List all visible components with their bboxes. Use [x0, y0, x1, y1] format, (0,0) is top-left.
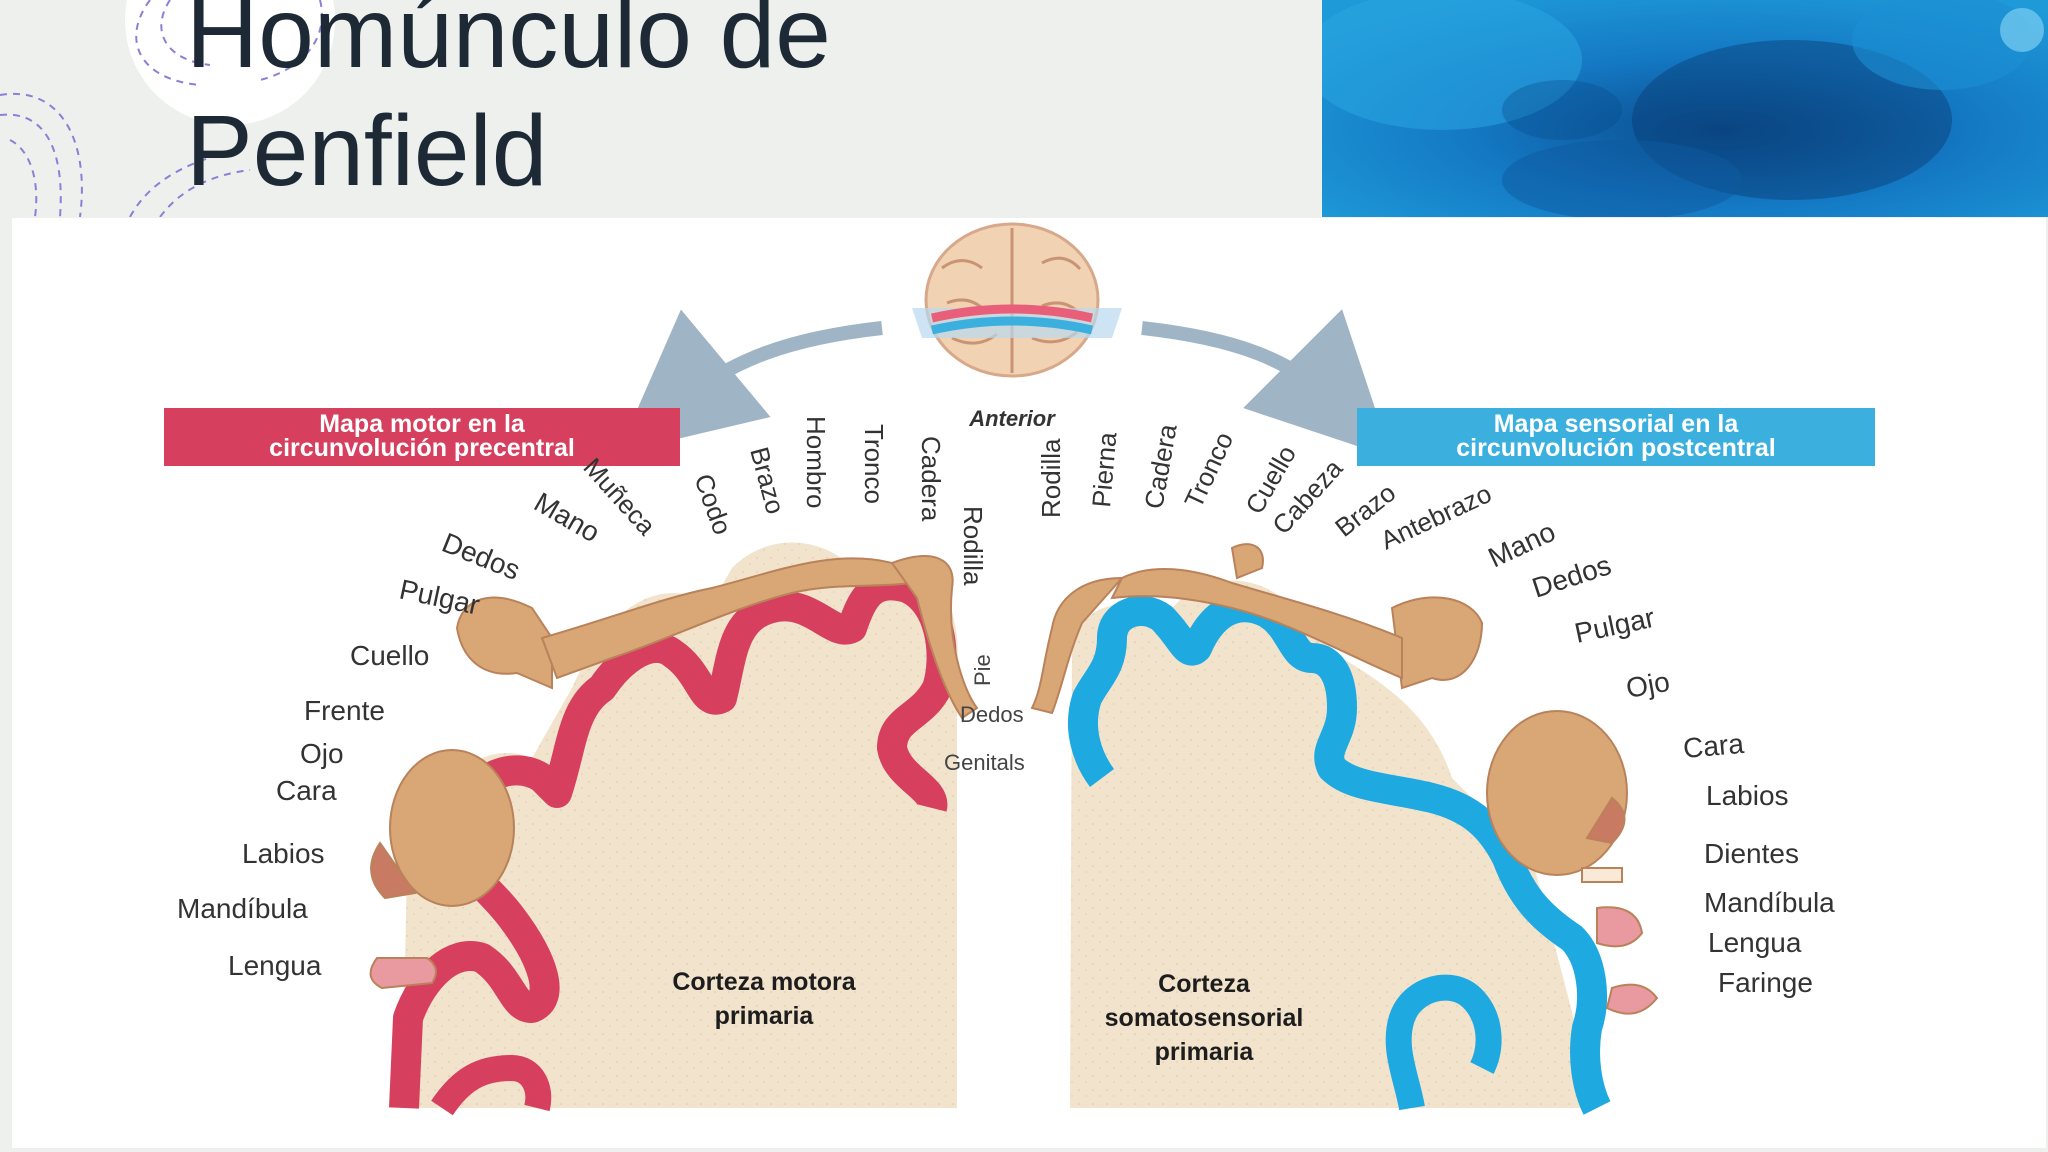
sensory-label-pulgar: Pulgar: [1572, 602, 1658, 649]
sensory-homunculus-hand: [1390, 596, 1484, 690]
title-backdrop-circle: [125, 0, 335, 125]
motor-label-lengua: Lengua: [228, 950, 322, 981]
sensory-label-dientes: Dientes: [1704, 838, 1799, 869]
sensory-homunculus-lips: [1585, 796, 1626, 845]
motor-label-genitals: Genitals: [944, 750, 1025, 775]
motor-map-title-line-2: circunvolución precentral: [269, 434, 575, 462]
sensory-label-antebrazo: Antebrazo: [1376, 478, 1496, 555]
sensory-map-title-line-1: Mapa sensorial en la: [1494, 410, 1740, 438]
slide-title: Homúnculo de Penfield: [186, 0, 831, 210]
sensory-label-lengua: Lengua: [1708, 927, 1802, 958]
arrow-to-sensory-map: [1141, 309, 1392, 458]
motor-label-labios: Labios: [242, 838, 325, 869]
watercolor-image: [1322, 0, 2048, 217]
sensory-label-mano: Mano: [1483, 516, 1560, 574]
motor-label-mandibula: Mandíbula: [177, 893, 308, 924]
motor-map-title-line-1: Mapa motor en la: [319, 410, 526, 438]
sensory-homunculus-arm: [1110, 568, 1403, 680]
sensory-cortex-caption-line-3: primaria: [1155, 1038, 1255, 1066]
sensory-label-ojo: Ojo: [1624, 666, 1672, 704]
sensory-cortex-caption-line-1: Corteza: [1158, 970, 1251, 998]
sensory-homunculus-leg: [1030, 576, 1125, 715]
motor-label-tronco: Tronco: [859, 424, 889, 504]
motor-label-dedos: Dedos: [438, 527, 525, 586]
motor-label-brazo: Brazo: [744, 444, 791, 517]
sensory-label-dedos: Dedos: [1528, 549, 1615, 603]
motor-homunculus-tongue: [369, 957, 437, 990]
sensory-cortex-section: [1068, 580, 1611, 1115]
motor-label-pulgar: Pulgar: [397, 574, 483, 621]
slide-title-line-2: Penfield: [186, 95, 548, 207]
motor-homunculus-head: [389, 749, 515, 907]
sensory-map-title-line-2: circunvolución postcentral: [1456, 434, 1776, 462]
motor-homunculus-hand: [455, 596, 553, 690]
motor-label-cadera: Cadera: [916, 436, 946, 522]
motor-label-cara: Cara: [276, 775, 337, 806]
motor-label-cuello: Cuello: [350, 640, 429, 671]
sensory-homunculus-trunk: [1230, 543, 1264, 580]
motor-label-frente: Frente: [304, 695, 385, 726]
motor-label-pie: Pie: [970, 654, 995, 686]
motor-homunculus-mouth: [370, 841, 417, 900]
arrow-to-motor-map: [618, 309, 883, 453]
sensory-homunculus-tongue: [1596, 906, 1644, 948]
homunculus-diagram: Anterior Mapa motor en la circunvolución…: [164, 222, 1875, 1116]
sensory-label-cara: Cara: [1682, 728, 1746, 764]
sensory-label-rodilla: Rodilla: [1036, 438, 1066, 518]
sensory-label-mandibula: Mandíbula: [1704, 887, 1835, 918]
sensory-cortex-band: [1068, 592, 1611, 1115]
sensory-label-labios: Labios: [1706, 780, 1789, 811]
motor-homunculus-leg: [890, 555, 979, 720]
motor-cortex-caption-line-2: primaria: [715, 1002, 815, 1030]
sensory-cortex-caption-line-2: somatosensorial: [1105, 1004, 1304, 1032]
motor-label-mano: Mano: [529, 486, 605, 548]
sensory-label-tronco: Tronco: [1178, 427, 1239, 512]
motor-homunculus: [369, 555, 979, 990]
slide-title-line-1: Homúnculo de: [186, 0, 831, 89]
sensory-homunculus-pharynx: [1605, 983, 1659, 1015]
decorative-swirls: [0, 0, 335, 217]
sensory-label-pierna: Pierna: [1086, 431, 1122, 509]
sensory-homunculus-head: [1486, 710, 1628, 876]
motor-label-hombro: Hombro: [801, 416, 831, 508]
motor-label-rodilla: Rodilla: [958, 506, 988, 586]
sensory-homunculus: [1030, 543, 1659, 1015]
penfield-homunculus-figure: Anterior Mapa motor en la circunvolución…: [12, 218, 2046, 1148]
sensory-homunculus-teeth: [1581, 867, 1623, 883]
watercolor-texture: [1322, 0, 2048, 217]
sensory-label-cadera: Cadera: [1138, 421, 1182, 511]
anterior-label: Anterior: [968, 406, 1056, 431]
brain-top-view: [912, 222, 1122, 378]
sensory-label-faringe: Faringe: [1718, 967, 1813, 998]
motor-map-header: Mapa motor en la circunvolución precentr…: [164, 408, 680, 466]
motor-label-codo: Codo: [688, 470, 737, 539]
sensory-map-header: Mapa sensorial en la circunvolución post…: [1357, 408, 1875, 466]
motor-cortex-caption-line-1: Corteza motora: [672, 968, 856, 996]
motor-label-ojo: Ojo: [300, 738, 344, 769]
motor-label-dedos-pie: Dedos: [960, 702, 1024, 727]
